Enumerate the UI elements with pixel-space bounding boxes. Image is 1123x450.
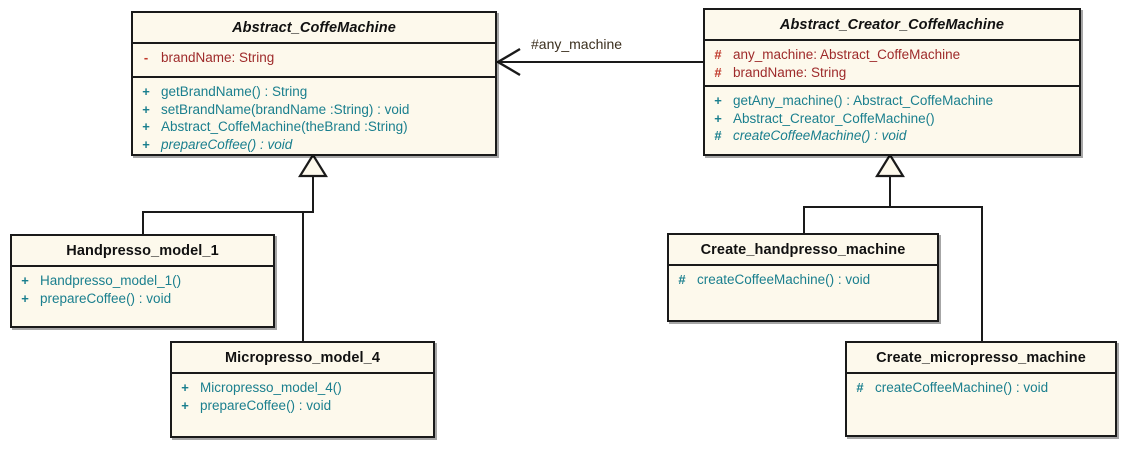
methods-compartment-micropresso-model-4: + Micropresso_model_4() + prepareCoffee(… [172, 374, 433, 419]
attributes-compartment-abstract-creator-coffemachine: # any_machine: Abstract_CoffeMachine # b… [705, 41, 1079, 87]
method-signature: createCoffeeMachine() : void [733, 128, 907, 143]
class-title-micropresso-model-4: Micropresso_model_4 [172, 343, 433, 374]
visibility-marker: # [678, 272, 686, 287]
method-row: + getAny_machine() : Abstract_CoffeMachi… [707, 92, 1077, 110]
visibility-marker: + [142, 101, 150, 117]
attributes-compartment-abstract-coffemachine: - brandName: String [133, 44, 495, 78]
visibility-marker: + [714, 110, 722, 126]
methods-compartment-create-micropresso-machine: # createCoffeeMachine() : void [847, 374, 1115, 402]
method-signature: Handpresso_model_1() [40, 273, 182, 288]
attribute-signature: brandName: String [161, 50, 275, 65]
visibility-marker: # [856, 380, 864, 395]
method-signature: Micropresso_model_4() [200, 380, 342, 395]
methods-compartment-handpresso-model-1: + Handpresso_model_1() + prepareCoffee()… [12, 267, 273, 312]
attribute-row: # any_machine: Abstract_CoffeMachine [707, 46, 1077, 64]
gen-left-bus [142, 211, 314, 213]
method-row: + Abstract_Creator_CoffeMachine() [707, 110, 1077, 128]
visibility-marker: + [181, 380, 189, 395]
method-signature: getAny_machine() : Abstract_CoffeMachine [733, 93, 994, 108]
method-signature: prepareCoffee() : void [40, 290, 172, 306]
association-label-any-machine: #any_machine [531, 36, 623, 52]
class-box-abstract-coffemachine[interactable]: Abstract_CoffeMachine - brandName: Strin… [131, 11, 497, 156]
class-box-create-handpresso-machine[interactable]: Create_handpresso_machine # createCoffee… [667, 233, 939, 322]
method-row: + Micropresso_model_4() [174, 379, 431, 397]
gen-right-drop-create-handpresso [803, 206, 805, 234]
visibility-marker: + [181, 397, 189, 413]
class-box-create-micropresso-machine[interactable]: Create_micropresso_machine # createCoffe… [845, 341, 1117, 437]
class-title-create-micropresso-machine: Create_micropresso_machine [847, 343, 1115, 374]
method-signature: Abstract_CoffeMachine(theBrand :String) [161, 119, 408, 134]
class-title-abstract-coffemachine: Abstract_CoffeMachine [133, 13, 495, 44]
method-signature: createCoffeeMachine() : void [875, 380, 1049, 395]
method-signature: prepareCoffee() : void [161, 136, 293, 152]
method-row: + Abstract_CoffeMachine(theBrand :String… [135, 118, 493, 136]
gen-right-drop-create-micropresso [981, 206, 983, 342]
class-box-abstract-creator-coffemachine[interactable]: Abstract_Creator_CoffeMachine # any_mach… [703, 8, 1081, 156]
methods-compartment-create-handpresso-machine: # createCoffeeMachine() : void [669, 266, 937, 294]
method-row: + prepareCoffee() : void [135, 136, 493, 154]
class-box-micropresso-model-4[interactable]: Micropresso_model_4 + Micropresso_model_… [170, 341, 435, 438]
visibility-marker: + [21, 290, 29, 306]
class-title-create-handpresso-machine: Create_handpresso_machine [669, 235, 937, 266]
gen-right-trunk [889, 167, 891, 208]
visibility-marker: # [714, 128, 722, 143]
method-signature: createCoffeeMachine() : void [697, 272, 871, 287]
method-row: + prepareCoffee() : void [14, 290, 271, 308]
visibility-marker: + [142, 84, 150, 99]
method-signature: setBrandName(brandName :String) : void [161, 101, 410, 117]
method-signature: Abstract_Creator_CoffeMachine() [733, 110, 935, 126]
class-title-handpresso-model-1: Handpresso_model_1 [12, 236, 273, 267]
class-title-abstract-creator-coffemachine: Abstract_Creator_CoffeMachine [705, 10, 1079, 41]
gen-left-drop-handpresso [142, 211, 144, 235]
gen-left-drop-micropresso [302, 211, 304, 341]
method-row: # createCoffeeMachine() : void [671, 271, 935, 289]
method-signature: getBrandName() : String [161, 84, 308, 99]
method-row: + getBrandName() : String [135, 83, 493, 101]
methods-compartment-abstract-coffemachine: + getBrandName() : String + setBrandName… [133, 78, 495, 158]
visibility-marker: # [714, 64, 722, 80]
attribute-signature: brandName: String [733, 64, 847, 80]
method-row: + setBrandName(brandName :String) : void [135, 101, 493, 119]
visibility-marker: - [143, 50, 149, 65]
method-row: + Handpresso_model_1() [14, 272, 271, 290]
attribute-row: # brandName: String [707, 64, 1077, 82]
gen-right-bus [803, 206, 983, 208]
visibility-marker: + [142, 119, 150, 134]
association-any-machine-line [497, 61, 704, 63]
method-row: # createCoffeeMachine() : void [707, 127, 1077, 145]
attribute-signature: any_machine: Abstract_CoffeMachine [733, 47, 961, 62]
attribute-row: - brandName: String [135, 49, 493, 67]
method-signature: prepareCoffee() : void [200, 397, 332, 413]
method-row: # createCoffeeMachine() : void [849, 379, 1113, 397]
gen-left-trunk [312, 167, 314, 213]
visibility-marker: + [142, 136, 150, 152]
methods-compartment-abstract-creator-coffemachine: + getAny_machine() : Abstract_CoffeMachi… [705, 87, 1079, 150]
visibility-marker: + [714, 93, 722, 108]
method-row: + prepareCoffee() : void [174, 397, 431, 415]
class-box-handpresso-model-1[interactable]: Handpresso_model_1 + Handpresso_model_1(… [10, 234, 275, 328]
visibility-marker: + [21, 273, 29, 288]
visibility-marker: # [714, 47, 722, 62]
